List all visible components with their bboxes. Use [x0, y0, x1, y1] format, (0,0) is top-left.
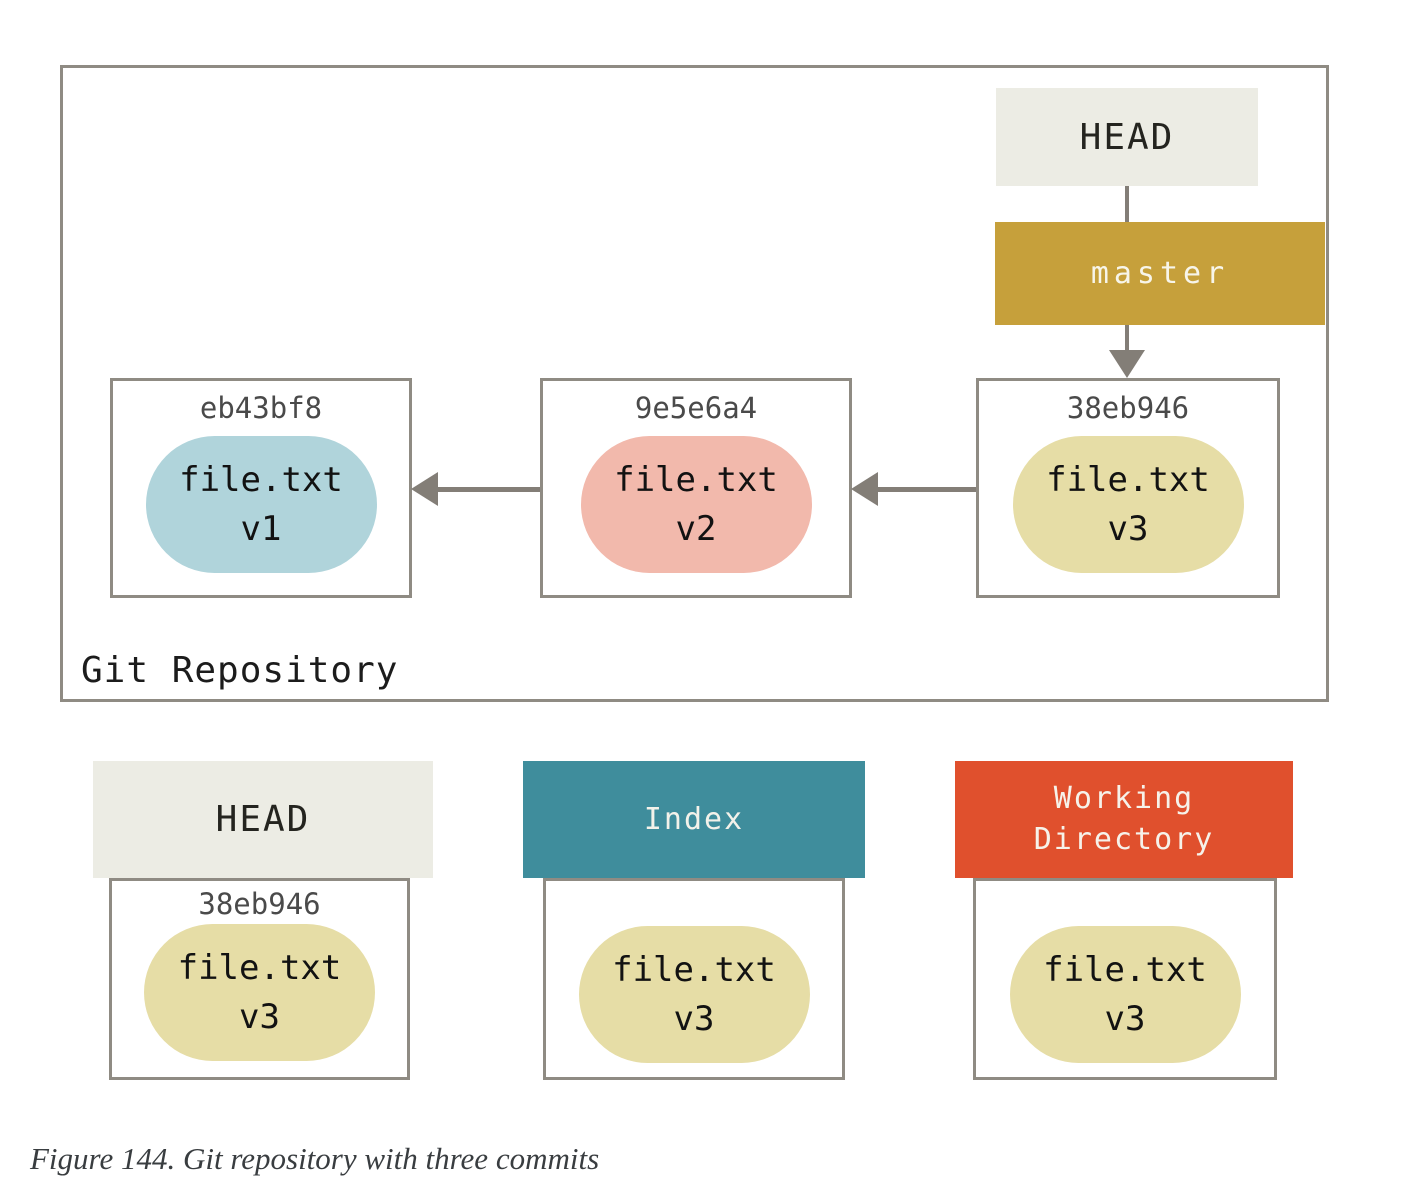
- head-to-master-line: [1125, 186, 1129, 223]
- master-to-commit-arrowhead-icon: [1109, 350, 1145, 378]
- index-area-title: Index: [643, 802, 745, 837]
- file-version: v3: [1104, 998, 1146, 1039]
- file-name: file.txt: [179, 460, 343, 501]
- head-area-body: 38eb946 file.txt v3: [109, 878, 410, 1080]
- commit-hash: 9e5e6a4: [634, 391, 758, 425]
- head-pointer-box: HEAD: [996, 88, 1258, 186]
- working-directory-area-body: file.txt v3: [973, 878, 1277, 1080]
- file-name: file.txt: [614, 460, 778, 501]
- figure-caption: Figure 144. Git repository with three co…: [30, 1141, 600, 1176]
- file-version: v2: [675, 508, 717, 549]
- file-version: v3: [673, 998, 715, 1039]
- commit3-to-commit2-arrowhead-icon: [851, 472, 878, 506]
- git-repository-box: Git Repository: [60, 65, 1329, 702]
- index-area-header: Index: [523, 761, 865, 878]
- file-version: v3: [1107, 508, 1149, 549]
- file-snapshot-blob: file.txt v3: [578, 926, 810, 1063]
- head-area-hash: 38eb946: [198, 887, 321, 921]
- working-directory-area-header: Working Directory: [955, 761, 1293, 878]
- commit-box-9e5e6a4: 9e5e6a4 file.txt v2: [540, 378, 852, 598]
- file-version: v3: [239, 996, 280, 1037]
- file-name: file.txt: [1046, 460, 1210, 501]
- file-snapshot-blob: file.txt v2: [580, 436, 812, 573]
- commit-hash: 38eb946: [1066, 391, 1190, 425]
- commit-box-38eb946: 38eb946 file.txt v3: [976, 378, 1280, 598]
- file-name: file.txt: [177, 948, 342, 989]
- commit3-to-commit2-line: [877, 487, 976, 492]
- head-area-title: HEAD: [215, 799, 311, 840]
- commit-hash: eb43bf8: [199, 391, 323, 425]
- head-area-header: HEAD: [93, 761, 433, 878]
- master-to-commit-line: [1125, 325, 1129, 352]
- commit-box-eb43bf8: eb43bf8 file.txt v1: [110, 378, 412, 598]
- file-snapshot-blob: file.txt v3: [1009, 926, 1241, 1063]
- commit2-to-commit1-line: [437, 487, 540, 492]
- working-directory-area-title: Working Directory: [1033, 781, 1215, 857]
- git-repository-label: Git Repository: [81, 650, 399, 691]
- index-area-body: file.txt v3: [543, 878, 845, 1080]
- file-version: v1: [240, 508, 282, 549]
- commit2-to-commit1-arrowhead-icon: [411, 472, 438, 506]
- head-pointer-label: HEAD: [1079, 116, 1175, 158]
- file-snapshot-blob: file.txt v3: [144, 924, 375, 1061]
- file-name: file.txt: [1043, 950, 1207, 991]
- master-branch-label: master: [1090, 256, 1230, 291]
- master-branch-box: master: [995, 222, 1325, 325]
- file-snapshot-blob: file.txt v1: [145, 436, 377, 573]
- file-snapshot-blob: file.txt v3: [1012, 436, 1244, 573]
- file-name: file.txt: [612, 950, 776, 991]
